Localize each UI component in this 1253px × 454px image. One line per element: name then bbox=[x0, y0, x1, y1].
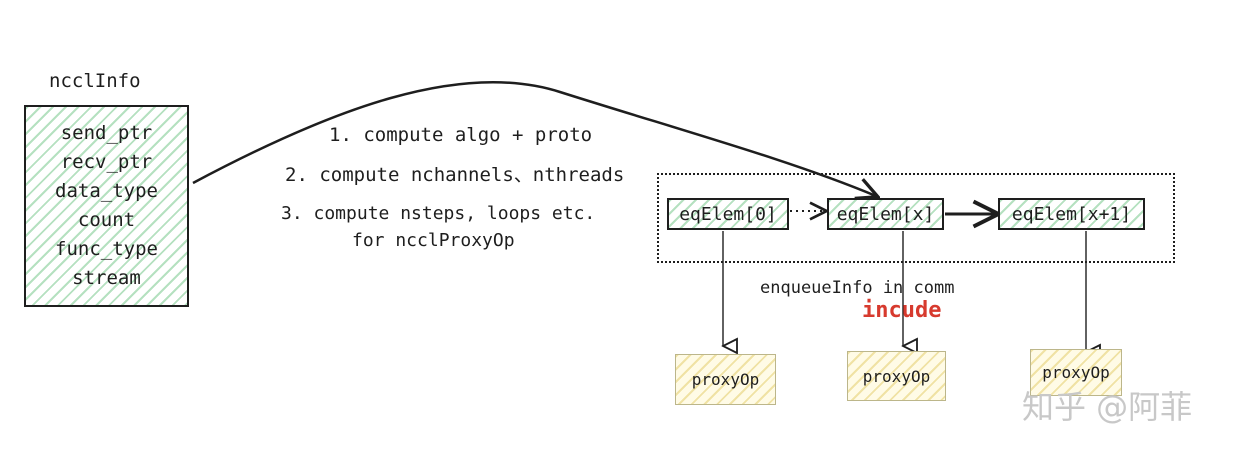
proxy-op-x: proxyOp bbox=[847, 351, 946, 401]
info-field: stream bbox=[72, 267, 141, 289]
step-1-text: 1. compute algo + proto bbox=[329, 124, 593, 146]
info-field: recv_ptr bbox=[60, 151, 153, 173]
info-to-elem-arrow bbox=[192, 80, 876, 196]
include-annotation: incude bbox=[862, 298, 942, 323]
info-box: send_ptr recv_ptr data_type count func_t… bbox=[24, 105, 189, 307]
enqueue-frame bbox=[657, 173, 1175, 263]
step-3-text: 3. compute nsteps, loops etc. bbox=[281, 203, 596, 224]
info-field: count bbox=[77, 209, 136, 231]
step-2-text: 2. compute nchannels、nthreads bbox=[285, 164, 625, 186]
info-field: func_type bbox=[55, 238, 158, 260]
eq-elem-x-plus-1: eqElem[x+1] bbox=[998, 198, 1145, 230]
enqueue-label: enqueueInfo in comm bbox=[760, 278, 955, 298]
eq-elem-x: eqElem[x] bbox=[827, 198, 944, 230]
step-3-subtext: for ncclProxyOp bbox=[352, 230, 515, 251]
info-title: ncclInfo bbox=[49, 70, 141, 92]
info-field: send_ptr bbox=[60, 122, 153, 144]
watermark: 知乎 @阿菲 bbox=[1022, 388, 1193, 426]
proxy-op-x-plus-1: proxyOp bbox=[1030, 349, 1122, 396]
proxy-op-0: proxyOp bbox=[675, 354, 776, 405]
eq-elem-0: eqElem[0] bbox=[667, 198, 789, 230]
info-field: data_type bbox=[55, 180, 158, 202]
